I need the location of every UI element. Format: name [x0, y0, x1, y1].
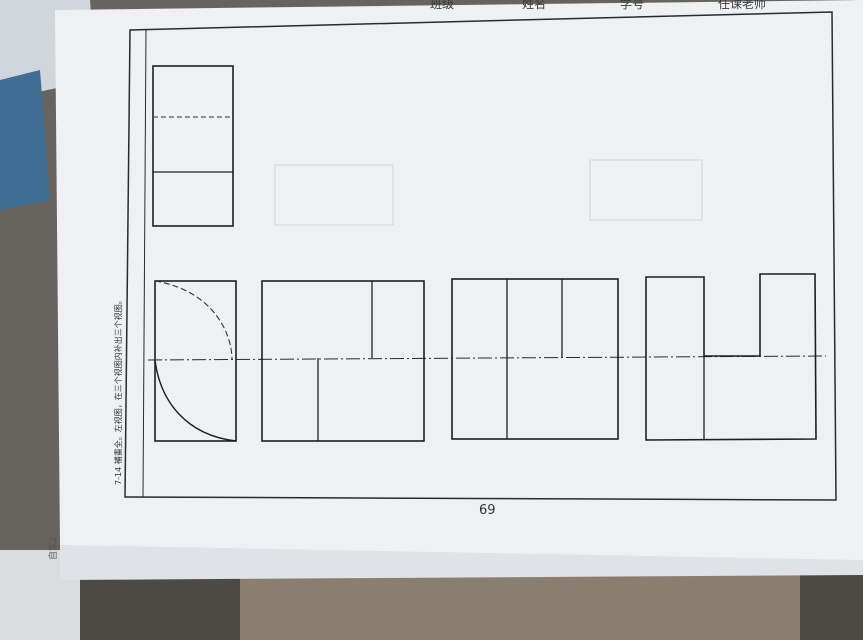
show-through-box-1 — [274, 164, 394, 226]
wooden-object — [240, 575, 800, 640]
outer-border — [124, 11, 837, 501]
center-line — [147, 355, 827, 361]
hidden-arc-top — [154, 280, 233, 361]
caption-column-divider — [142, 29, 147, 498]
background-paper-label: 自家2 — [49, 536, 59, 560]
figure-3-outline — [451, 278, 619, 440]
visible-arc-bottom — [154, 359, 237, 442]
exercise-instruction: 7-14 補畫全。左视图，在三个视图内补出三个视图。 — [114, 296, 123, 485]
paper-sheet — [55, 0, 863, 560]
figure-4-outline — [645, 273, 817, 441]
header-class-label: 班级 — [430, 0, 455, 11]
top-view-rect — [152, 65, 234, 227]
page-number: 69 — [479, 503, 496, 518]
header-name-label: 姓名 — [522, 0, 547, 11]
header-teacher-label: 任课老师 — [718, 0, 767, 11]
blue-book — [0, 70, 50, 210]
show-through-box-2 — [589, 159, 703, 221]
header-student-id-label: 学号 — [620, 0, 645, 11]
figure-2-outline — [261, 280, 425, 442]
